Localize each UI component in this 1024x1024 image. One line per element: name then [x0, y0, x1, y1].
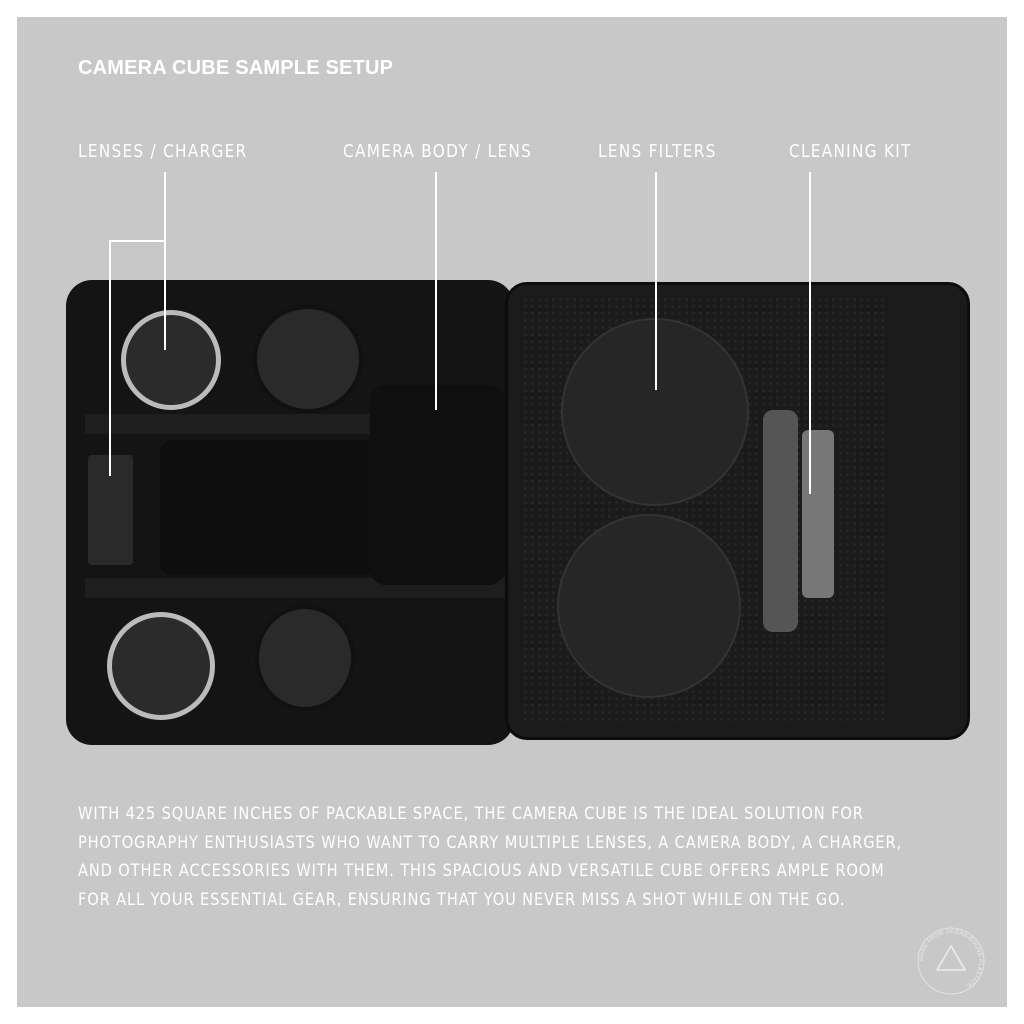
svg-text:MADE FROM OCEAN-BOUND PLASTICS: MADE FROM OCEAN-BOUND PLASTICS — [919, 929, 983, 988]
cleaning-spray — [802, 430, 834, 598]
description-line: PHOTOGRAPHY ENTHUSIASTS WHO WANT TO CARR… — [78, 832, 903, 853]
callout-camera-body: CAMERA BODY / LENS — [343, 141, 533, 162]
callout-line-cleaning — [809, 172, 811, 494]
callout-cleaning-kit: CLEANING KIT — [789, 141, 912, 162]
lens-filter — [557, 514, 741, 698]
lens-cap — [107, 612, 215, 720]
callout-line-charger-v — [109, 240, 111, 476]
callout-lens-filters: LENS FILTERS — [598, 141, 717, 162]
description-line: AND OTHER ACCESSORIES WITH THEM. THIS SP… — [78, 861, 885, 881]
description-line: WITH 425 SQUARE INCHES OF PACKABLE SPACE… — [78, 804, 864, 824]
description: WITH 425 SQUARE INCHES OF PACKABLE SPACE… — [78, 800, 955, 914]
charger — [88, 455, 133, 565]
lens-cap — [255, 605, 355, 711]
lens-cap — [121, 310, 221, 410]
callout-line-lenses — [164, 172, 166, 350]
callout-lenses-charger: LENSES / CHARGER — [78, 141, 248, 162]
lens-filter — [561, 318, 749, 506]
ocean-plastics-badge: MADE FROM OCEAN-BOUND PLASTICS — [916, 926, 986, 996]
description-line: FOR ALL YOUR ESSENTIAL GEAR, ENSURING TH… — [78, 889, 846, 910]
callout-line-filters — [655, 172, 657, 390]
callout-line-charger-h — [109, 240, 165, 242]
page-title: CAMERA CUBE SAMPLE SETUP — [78, 57, 394, 79]
cleaning-pen — [763, 410, 798, 632]
recycle-icon — [935, 944, 967, 971]
callout-line-camera — [435, 172, 437, 410]
camera-lens — [160, 440, 375, 575]
camera-body — [370, 385, 505, 585]
badge-text: MADE FROM OCEAN-BOUND PLASTICS — [919, 929, 983, 988]
lens-cap — [253, 305, 363, 413]
